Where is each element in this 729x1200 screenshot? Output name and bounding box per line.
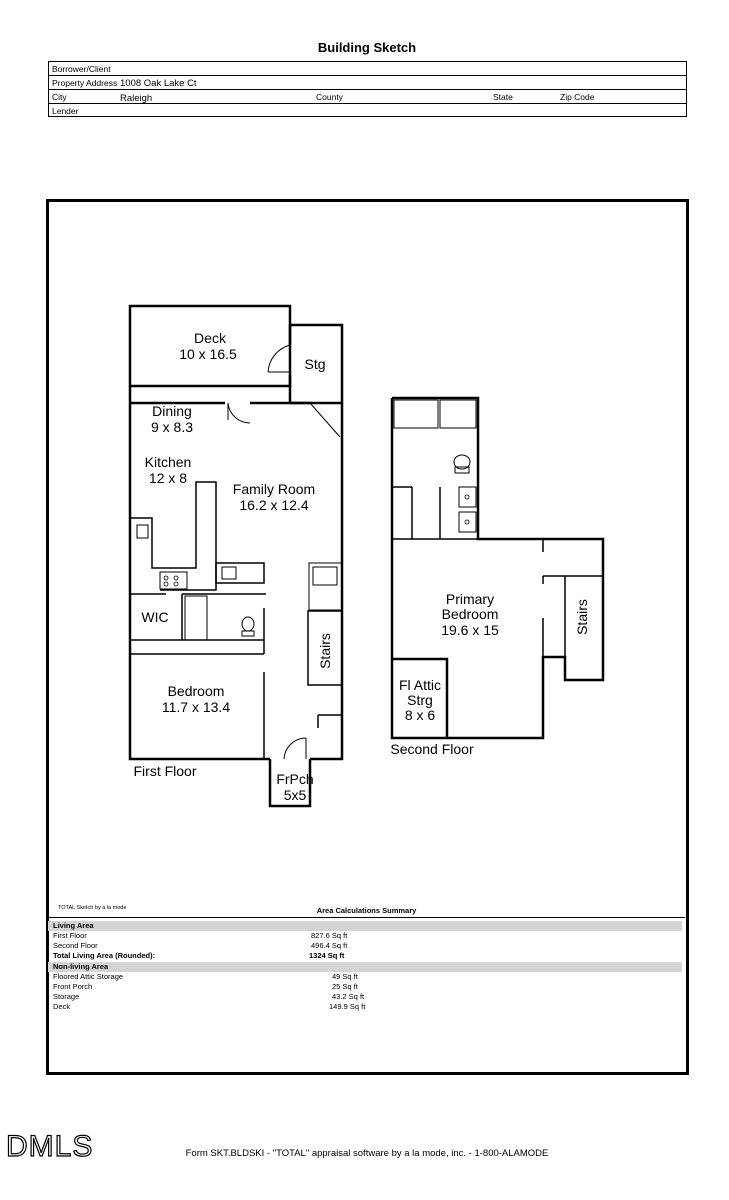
table-row: Floored Attic Storage 49 Sq ft	[53, 972, 358, 981]
room-attic-dims: 8 x 6	[405, 707, 436, 723]
city-row: City Raleigh County State Zip Code	[49, 90, 686, 104]
room-family-name: Family Room	[233, 481, 315, 497]
svg-text:DMLS: DMLS	[6, 1130, 93, 1163]
room-dining-name: Dining	[152, 403, 192, 419]
property-header-table: Borrower/Client Property Address 1008 Oa…	[48, 61, 687, 117]
room-second-stairs-name: Stairs	[574, 599, 590, 635]
address-label: Property Address	[52, 78, 118, 88]
zip-label: Zip Code	[560, 92, 595, 102]
room-primary-dims: 19.6 x 15	[441, 622, 499, 638]
city-value: Raleigh	[120, 93, 153, 104]
address-row: Property Address 1008 Oak Lake Ct	[49, 76, 686, 90]
room-kitchen-name: Kitchen	[145, 454, 192, 470]
room-bedroom-name: Bedroom	[168, 683, 225, 699]
summary-title: Area Calculations Summary	[316, 906, 417, 915]
lender-row: Lender	[49, 104, 686, 117]
second-floor-walls	[390, 396, 605, 740]
room-bedroom-dims: 11.7 x 13.4	[162, 699, 230, 715]
room-porch-name: FrPch	[276, 771, 313, 787]
room-stg-name: Stg	[304, 356, 325, 372]
second-floor-labels: Primary Bedroom 19.6 x 15 Stairs Fl Atti…	[390, 591, 590, 757]
room-attic-line1: Fl Attic	[399, 677, 441, 693]
form-footer: Form SKT.BLDSKI - "TOTAL" appraisal soft…	[185, 1148, 549, 1159]
first-floor-labels: Deck 10 x 16.5 Stg Dining 9 x 8.3 Kitche…	[134, 330, 334, 803]
room-porch-dims: 5x5	[284, 787, 307, 803]
state-label: State	[493, 92, 513, 102]
sketch-frame	[46, 199, 689, 1075]
total-living-row: Total Living Area (Rounded): 1324 Sq ft	[53, 951, 345, 960]
nonliving-area-header: Non-living Area	[48, 962, 682, 972]
room-family-dims: 16.2 x 12.4	[239, 497, 308, 513]
room-wic-name: WIC	[141, 609, 168, 625]
room-deck-dims: 10 x 16.5	[179, 346, 237, 362]
sketch-by-text: TOTAL Sketch by a la mode	[58, 905, 127, 911]
room-primary-line2: Bedroom	[442, 606, 499, 622]
table-row: Second Floor 496.4 Sq ft	[53, 941, 348, 950]
room-deck-name: Deck	[194, 330, 227, 346]
dmls-logo: DMLS	[6, 1129, 93, 1163]
room-kitchen-dims: 12 x 8	[149, 470, 187, 486]
room-dining-dims: 9 x 8.3	[151, 419, 193, 435]
room-attic-line2: Strg	[407, 692, 433, 708]
table-row: Front Porch 25 Sq ft	[53, 982, 358, 991]
first-floor-label: First Floor	[134, 763, 197, 779]
address-value: 1008 Oak Lake Ct	[120, 78, 197, 89]
table-row: Deck 149.9 Sq ft	[53, 1002, 366, 1011]
borrower-row: Borrower/Client	[49, 62, 686, 76]
first-floor-walls	[128, 304, 344, 808]
summary-divider	[48, 917, 685, 918]
city-label: City	[52, 92, 67, 102]
page-title: Building Sketch	[317, 40, 417, 55]
county-label: County	[316, 92, 343, 102]
living-area-header: Living Area	[48, 921, 682, 931]
table-row: First Floor 827.6 Sq ft	[53, 931, 348, 940]
lender-label: Lender	[52, 106, 79, 116]
room-stairs-name: Stairs	[317, 633, 333, 669]
table-row: Storage 43.2 Sq ft	[53, 992, 365, 1001]
borrower-label: Borrower/Client	[52, 64, 111, 74]
second-floor-label: Second Floor	[390, 741, 474, 757]
room-primary-line1: Primary	[446, 591, 494, 607]
